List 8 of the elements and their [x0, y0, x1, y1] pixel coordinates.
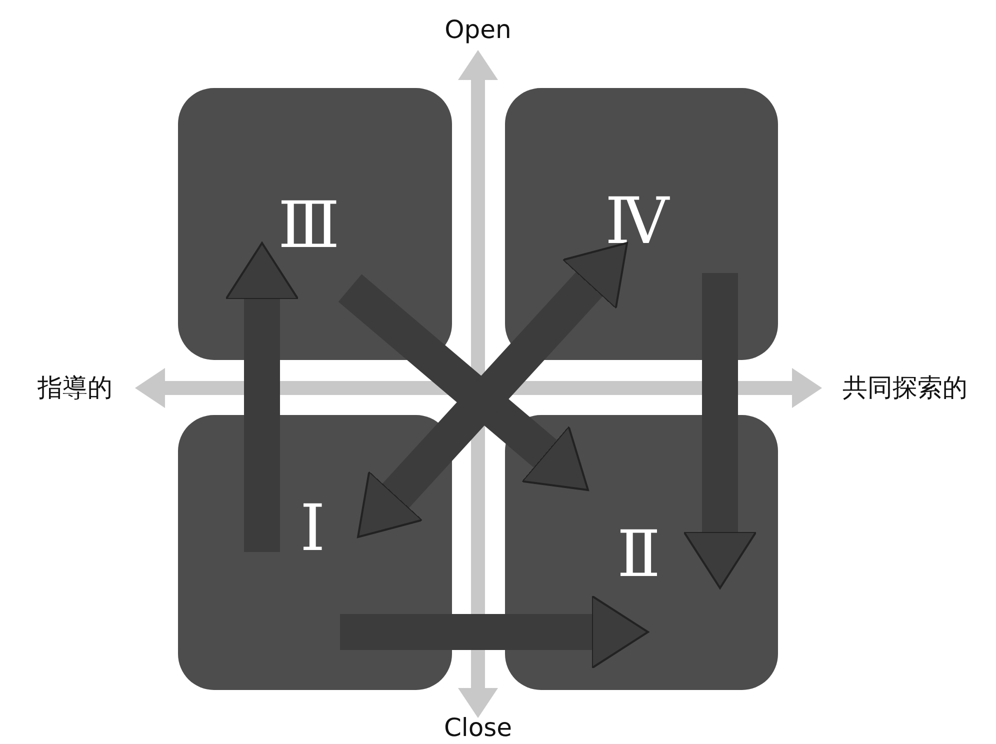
axis-label: Open — [444, 15, 512, 45]
block-arrow — [225, 242, 299, 552]
block-arrow — [683, 273, 757, 589]
axis-label: 共同探索的 — [842, 373, 968, 403]
block-arrow — [357, 242, 628, 538]
axis-label: 指導的 — [38, 373, 112, 403]
axis-label: Close — [444, 713, 512, 743]
block-arrow — [340, 595, 649, 669]
